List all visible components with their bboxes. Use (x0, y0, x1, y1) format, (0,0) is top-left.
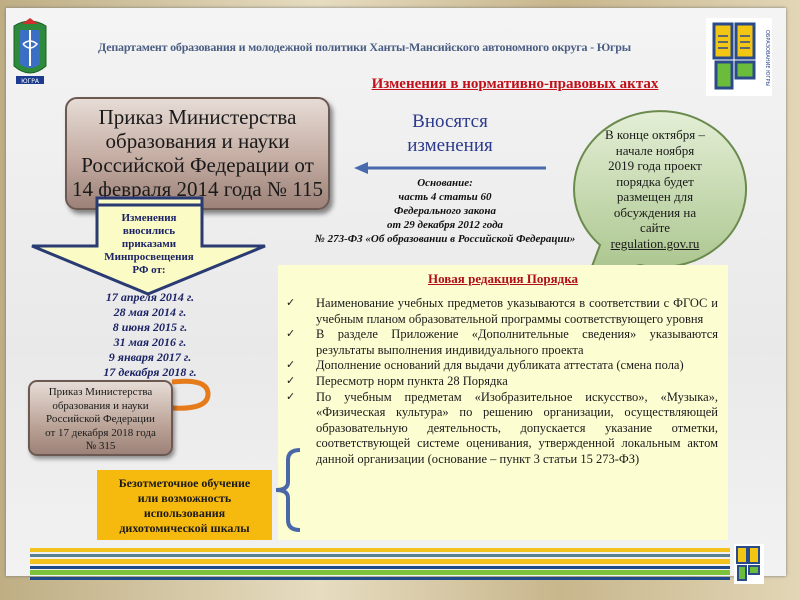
basis-line: от 29 декабря 2012 года (386, 219, 504, 231)
check-icon: ✓ (286, 359, 296, 372)
list-item: ✓ Пересмотр норм пункта 28 Порядка (286, 374, 718, 390)
check-icon: ✓ (286, 328, 296, 341)
list-item: ✓ Наименование учебных предметов указываю… (286, 296, 718, 327)
date-item: 28 мая 2014 г. (113, 305, 187, 319)
speech-bubble-shape (573, 110, 748, 279)
dates-list: 17 апреля 2014 г. 28 мая 2014 г. 8 июня … (80, 290, 220, 380)
basis-line: Федерального закона (394, 205, 496, 217)
date-item: 8 июня 2015 г. (112, 320, 188, 334)
down-arrow-shape (31, 196, 266, 296)
basis-line: часть 4 статьи 60 (398, 191, 492, 203)
down-arrow-text: Изменения вносились приказами Минпросвещ… (95, 212, 203, 277)
changes-label-line: изменения (407, 135, 493, 156)
arrow-line: приказами (121, 238, 177, 250)
orange-brace-shape (171, 378, 211, 411)
note-line: дихотомической шкалы (119, 521, 250, 535)
bubble-text: В конце октября – начале ноября 2019 год… (590, 127, 720, 251)
order-315-line: от 17 декабря 2018 года (45, 426, 156, 439)
bubble-line: сайте (639, 220, 671, 235)
date-item: 17 апреля 2014 г. (105, 290, 195, 304)
basis-text: Основание: часть 4 статьи 60 Федеральног… (295, 176, 595, 246)
department-header: Департамент образования и молодежной пол… (98, 40, 631, 54)
order-315-line: Российской Федерации (46, 413, 155, 425)
decorative-stripes (30, 548, 730, 580)
basis-line: № 273-ФЗ «Об образовании в Российской Фе… (314, 233, 576, 245)
bubble-line: начале ноября (615, 142, 695, 158)
list-item: ✓ По учебным предметам «Изобразительное и… (286, 390, 718, 468)
bubble-line: 2019 года проект (608, 158, 702, 173)
changes-label-line: Вносятся (412, 111, 488, 132)
order-315-line: Приказ Министерства (48, 386, 153, 398)
bubble-line: В конце октября – (605, 127, 705, 142)
date-item: 31 мая 2016 г. (113, 335, 187, 349)
main-order-line: Приказ Министерства (98, 105, 297, 129)
bubble-line: порядка будет (616, 173, 694, 189)
main-order-line: Российской Федерации от (81, 153, 314, 177)
date-item: 9 января 2017 г. (108, 350, 192, 364)
note-line: Безотметочное обучение (118, 476, 251, 490)
note-box: Безотметочное обучение или возможность и… (97, 470, 272, 540)
order-315-line: № 315 (85, 440, 116, 452)
list-item: ✓ Дополнение оснований для выдачи дублика… (286, 358, 718, 374)
svg-text:ЮГРА: ЮГРА (21, 78, 40, 85)
date-item: 17 декабря 2018 г. (103, 365, 197, 379)
regulation-link[interactable]: regulation.gov.ru (610, 235, 700, 251)
coat-of-arms-logo: ЮГРА (13, 18, 47, 85)
logo-text: ОБРАЗОВАНИЕ ЮГРЫ (764, 30, 770, 86)
check-icon: ✓ (286, 374, 296, 387)
arrow-left-icon (354, 162, 546, 174)
small-education-logo (734, 544, 764, 584)
note-line: или возможность (137, 491, 232, 505)
new-edition-box: Новая редакция Порядка ✓ Наименование уче… (278, 265, 728, 540)
slide-title: Изменения в нормативно-правовых актах (371, 76, 659, 92)
note-line: использования (143, 506, 226, 520)
bubble-line: обсуждения на (613, 204, 697, 220)
new-edition-list: ✓ Наименование учебных предметов указываю… (286, 296, 718, 468)
main-order-line: образования и науки (105, 129, 290, 153)
list-item-text: Дополнение оснований для выдачи дубликат… (316, 358, 684, 373)
basis-line: Основание: (417, 177, 473, 189)
education-logo: ОБРАЗОВАНИЕ ЮГРЫ (706, 18, 772, 96)
arrow-line: Минпросвещения (104, 251, 194, 263)
list-item: ✓ В разделе Приложение «Дополнительные св… (286, 327, 718, 358)
list-item-text: В разделе Приложение «Дополнительные све… (316, 327, 718, 357)
list-item-text: Пересмотр норм пункта 28 Порядка (316, 373, 508, 388)
changes-label: Вносятся изменения (385, 110, 515, 158)
blue-bracket-shape (275, 448, 301, 532)
order-315-line: образования и науки (52, 399, 149, 412)
bubble-line: размещен для (616, 189, 694, 204)
arrow-line: Изменения (121, 212, 177, 224)
arrow-line: РФ от: (132, 264, 166, 276)
list-item-text: По учебным предметам «Изобразительное ис… (316, 389, 718, 466)
order-315-box: Приказ Министерства образования и науки … (28, 380, 173, 456)
list-item-text: Наименование учебных предметов указывают… (316, 296, 718, 326)
main-order-box: Приказ Министерства образования и науки … (65, 97, 330, 210)
new-edition-title: Новая редакция Порядка (428, 271, 578, 286)
check-icon: ✓ (286, 390, 296, 403)
check-icon: ✓ (286, 297, 296, 309)
arrow-line: вносились (122, 225, 176, 237)
